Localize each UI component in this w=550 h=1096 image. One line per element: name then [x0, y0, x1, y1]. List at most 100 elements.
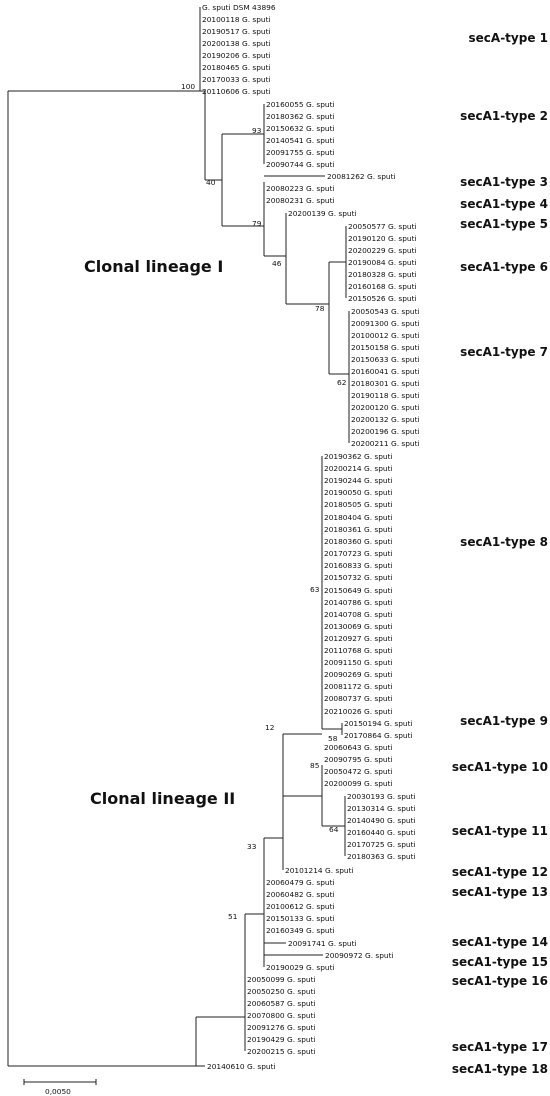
taxon-label: 20200120 G. sputi [351, 403, 420, 412]
scale-bar: 0,0050 [23, 1079, 97, 1096]
taxon-label: 20140708 G. sputi [324, 610, 393, 619]
sectype-label: secA1-type 9 [460, 714, 548, 728]
taxon-label: 20150194 G. sputi [344, 719, 413, 728]
taxon-label: 20190118 G. sputi [351, 391, 420, 400]
taxon-label: 20160041 G. sputi [351, 367, 420, 376]
taxon-label: 20180465 G. sputi [202, 63, 271, 72]
sectype-label: secA1-type 8 [460, 535, 548, 549]
taxon-label: 20110768 G. sputi [324, 646, 393, 655]
taxon-label: 20100012 G. sputi [351, 331, 420, 340]
taxon-label: 20150649 G. sputi [324, 586, 393, 595]
sectype-label: secA1-type 7 [460, 345, 548, 359]
taxon-label: 20190429 G. sputi [247, 1035, 316, 1044]
taxon-label: G. sputi DSM 43896 [202, 3, 276, 12]
taxon-label: 20190517 G. sputi [202, 27, 271, 36]
taxon-label: 20050250 G. sputi [247, 987, 316, 996]
taxon-label: 20120927 G. sputi [324, 634, 393, 643]
taxon-label: 20050577 G. sputi [348, 222, 417, 231]
taxon-label: 20090269 G. sputi [324, 670, 393, 679]
bootstrap-value: 40 [206, 178, 216, 187]
sectype-label: secA1-type 11 [452, 824, 548, 838]
sectype-label: secA-type 1 [469, 31, 548, 45]
taxon-label: 20091741 G. sputi [288, 939, 357, 948]
bootstrap-value: 64 [329, 825, 339, 834]
taxon-label: 20200099 G. sputi [324, 779, 393, 788]
taxon-label: 20190050 G. sputi [324, 488, 393, 497]
taxon-labels: G. sputi DSM 43896 20100118 G. sputi 20190… [202, 3, 420, 1071]
taxon-label: 20140610 G. sputi [207, 1062, 276, 1071]
taxon-label: 20060643 G. sputi [324, 743, 393, 752]
taxon-label: 20050099 G. sputi [247, 975, 316, 984]
bootstrap-value: 79 [252, 219, 262, 228]
taxon-label: 20140786 G. sputi [324, 598, 393, 607]
tree-branches [7, 7, 350, 1067]
taxon-label: 20100118 G. sputi [202, 15, 271, 24]
bootstrap-value: 100 [181, 82, 195, 91]
sectype-label: secA1-type 13 [452, 885, 548, 899]
bootstrap-value: 93 [252, 126, 262, 135]
sectype-label: secA1-type 5 [460, 217, 548, 231]
taxon-label: 20170033 G. sputi [202, 75, 271, 84]
lineage-label-2: Clonal lineage II [90, 789, 235, 808]
taxon-label: 20090972 G. sputi [325, 951, 394, 960]
taxon-label: 20060587 G. sputi [247, 999, 316, 1008]
taxon-label: 20210026 G. sputi [324, 707, 393, 716]
taxon-label: 20180363 G. sputi [347, 852, 416, 861]
taxon-label: 20091276 G. sputi [247, 1023, 316, 1032]
bootstrap-value: 78 [315, 304, 325, 313]
taxon-label: 20030193 G. sputi [347, 792, 416, 801]
taxon-label: 20180301 G. sputi [351, 379, 420, 388]
secA-type-labels: secA-type 1 secA1-type 2 secA1-type 3 secA1… [452, 31, 548, 1076]
taxon-label: 20060482 G. sputi [266, 890, 335, 899]
bootstrap-value: 58 [328, 734, 338, 743]
sectype-label: secA1-type 3 [460, 175, 548, 189]
taxon-label: 20190029 G. sputi [266, 963, 335, 972]
sectype-label: secA1-type 2 [460, 109, 548, 123]
taxon-label: 20200139 G. sputi [288, 209, 357, 218]
taxon-label: 20130314 G. sputi [347, 804, 416, 813]
taxon-label: 20200211 G. sputi [351, 439, 420, 448]
taxon-label: 20140541 G. sputi [266, 136, 335, 145]
scale-bar-label: 0,0050 [45, 1087, 71, 1096]
taxon-label: 20080223 G. sputi [266, 184, 335, 193]
taxon-label: 20091150 G. sputi [324, 658, 393, 667]
sectype-label: secA1-type 18 [452, 1062, 548, 1076]
taxon-label: 20050543 G. sputi [351, 307, 420, 316]
taxon-label: 20160440 G. sputi [347, 828, 416, 837]
taxon-label: 20160833 G. sputi [324, 561, 393, 570]
sectype-label: secA1-type 6 [460, 260, 548, 274]
taxon-label: 20091755 G. sputi [266, 148, 335, 157]
sectype-label: secA1-type 16 [452, 974, 548, 988]
taxon-label: 20170723 G. sputi [324, 549, 393, 558]
taxon-label: 20180362 G. sputi [266, 112, 335, 121]
lineage-label-1: Clonal lineage I [84, 257, 223, 276]
taxon-label: 20060479 G. sputi [266, 878, 335, 887]
taxon-label: 20160055 G. sputi [266, 100, 335, 109]
taxon-label: 20150732 G. sputi [324, 573, 393, 582]
bootstrap-value: 85 [310, 761, 320, 770]
taxon-label: 20150632 G. sputi [266, 124, 335, 133]
taxon-label: 20160349 G. sputi [266, 926, 335, 935]
taxon-label: 20200138 G. sputi [202, 39, 271, 48]
bootstrap-value: 51 [228, 912, 238, 921]
sectype-label: secA1-type 10 [452, 760, 548, 774]
sectype-label: secA1-type 14 [452, 935, 548, 949]
taxon-label: 20190120 G. sputi [348, 234, 417, 243]
bootstrap-value: 33 [247, 842, 257, 851]
taxon-label: 20200214 G. sputi [324, 464, 393, 473]
taxon-label: 20110606 G. sputi [202, 87, 271, 96]
taxon-label: 20150133 G. sputi [266, 914, 335, 923]
sectype-label: secA1-type 12 [452, 865, 548, 879]
taxon-label: 20080737 G. sputi [324, 694, 393, 703]
taxon-label: 20130069 G. sputi [324, 622, 393, 631]
taxon-label: 20080231 G. sputi [266, 196, 335, 205]
taxon-label: 20070800 G. sputi [247, 1011, 316, 1020]
taxon-label: 20200132 G. sputi [351, 415, 420, 424]
taxon-label: 20190084 G. sputi [348, 258, 417, 267]
taxon-label: 20200229 G. sputi [348, 246, 417, 255]
sectype-label: secA1-type 4 [460, 197, 548, 211]
taxon-label: 20190244 G. sputi [324, 476, 393, 485]
taxon-label: 20150526 G. sputi [348, 294, 417, 303]
taxon-label: 20160168 G. sputi [348, 282, 417, 291]
